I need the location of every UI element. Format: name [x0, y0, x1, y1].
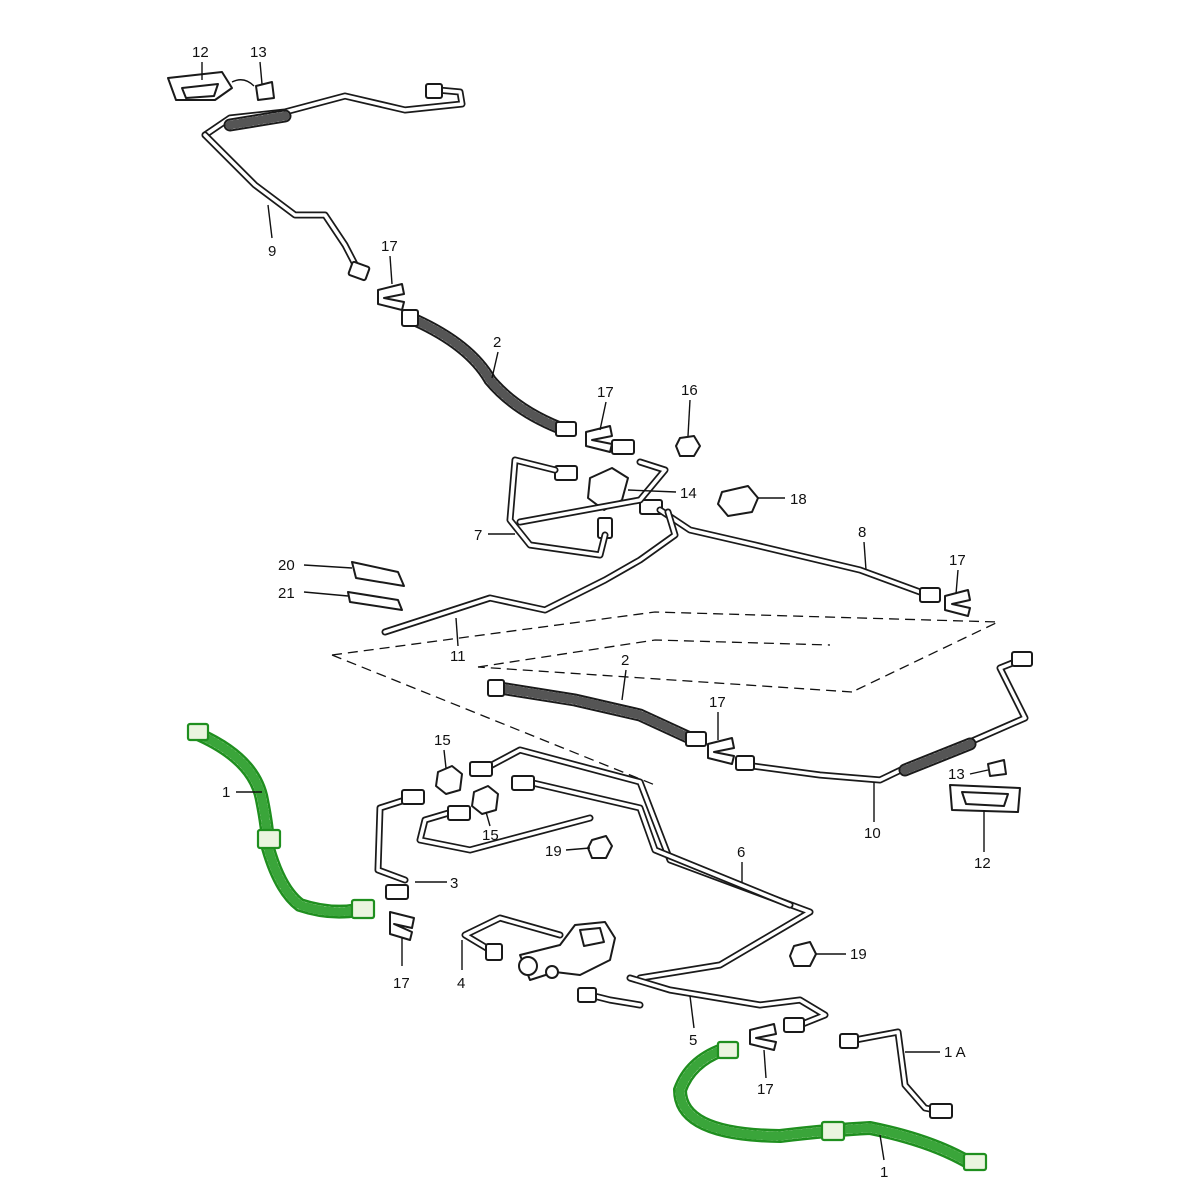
- callout-2-lower: 2: [621, 652, 629, 669]
- brake-pipe-7: [506, 456, 669, 559]
- callout-19-b: 19: [850, 946, 867, 963]
- bolt-13-right: [987, 759, 1007, 777]
- nut-16: [675, 435, 701, 457]
- callout-6: 6: [737, 844, 745, 861]
- callout-18: 18: [790, 491, 807, 508]
- brake-pipe-6: [469, 746, 814, 982]
- callout-19-a: 19: [545, 843, 562, 860]
- callout-1-right: 1: [880, 1164, 888, 1181]
- brake-pipe-10: [735, 651, 1033, 784]
- callout-17-d: 17: [709, 694, 726, 711]
- union-15-a: [435, 765, 463, 795]
- bracket-12-top: [167, 71, 233, 101]
- callout-4: 4: [457, 975, 465, 992]
- nut-19-b: [789, 941, 817, 967]
- callout-17-f: 17: [757, 1081, 774, 1098]
- brake-pipe-3: [374, 789, 594, 900]
- callout-17-b: 17: [597, 384, 614, 401]
- callout-9: 9: [268, 243, 276, 260]
- brake-hose-1-right-highlighted: [672, 1040, 988, 1172]
- callout-20: 20: [278, 557, 295, 574]
- callout-14: 14: [680, 485, 697, 502]
- brake-pipe-9: [201, 83, 466, 282]
- callout-12-right: 12: [974, 855, 991, 872]
- clip-17-e: [389, 911, 415, 941]
- clamp-20: [351, 561, 405, 587]
- brake-pipe-1A: [839, 1028, 953, 1119]
- brake-pipe-8: [656, 506, 941, 603]
- callout-21: 21: [278, 585, 295, 602]
- clamp-21: [347, 591, 403, 611]
- brake-valve-body: [518, 921, 616, 981]
- brake-pipe-5: [577, 974, 829, 1033]
- callout-labels: 12 13 9 17 2 17 16 14 18 7 8 17 20 21 11…: [192, 44, 991, 1181]
- clip-17-c: [944, 589, 971, 617]
- nut-19-a: [587, 835, 613, 859]
- bracket-12-right: [949, 784, 1021, 813]
- callout-15-a: 15: [434, 732, 451, 749]
- callout-13-top: 13: [250, 44, 267, 61]
- clamp-18: [717, 485, 759, 517]
- bolt-13-top: [231, 79, 275, 101]
- callout-1-left: 1: [222, 784, 230, 801]
- brake-hose-2-upper: [401, 309, 577, 437]
- callout-16: 16: [681, 382, 698, 399]
- brake-hose-2-lower: [487, 679, 707, 747]
- callout-5: 5: [689, 1032, 697, 1049]
- clip-17-b: [585, 425, 613, 453]
- clip-17-d: [707, 737, 735, 765]
- leader-lines: [201, 61, 989, 1161]
- callout-17-e: 17: [393, 975, 410, 992]
- callout-11: 11: [450, 648, 466, 665]
- callout-10: 10: [864, 825, 881, 842]
- union-15-b: [471, 785, 499, 815]
- chassis-outline: [331, 611, 999, 786]
- callout-15-b: 15: [482, 827, 499, 844]
- clip-17-a: [377, 283, 405, 311]
- brake-pipe-11: [381, 508, 679, 636]
- brake-hose-1-left-highlighted: [186, 722, 376, 920]
- callout-17-c: 17: [949, 552, 966, 569]
- callout-8: 8: [858, 524, 866, 541]
- distributor-14: [554, 439, 663, 539]
- callout-17-a: 17: [381, 238, 398, 255]
- callout-13-right: 13: [948, 766, 965, 783]
- callout-2-upper: 2: [493, 334, 501, 351]
- callout-12-top: 12: [192, 44, 209, 61]
- callout-1A: 1 A: [944, 1044, 966, 1061]
- callout-3: 3: [450, 875, 458, 892]
- brake-pipe-4: [461, 914, 564, 961]
- callout-7: 7: [474, 527, 482, 544]
- clip-17-f: [749, 1023, 777, 1051]
